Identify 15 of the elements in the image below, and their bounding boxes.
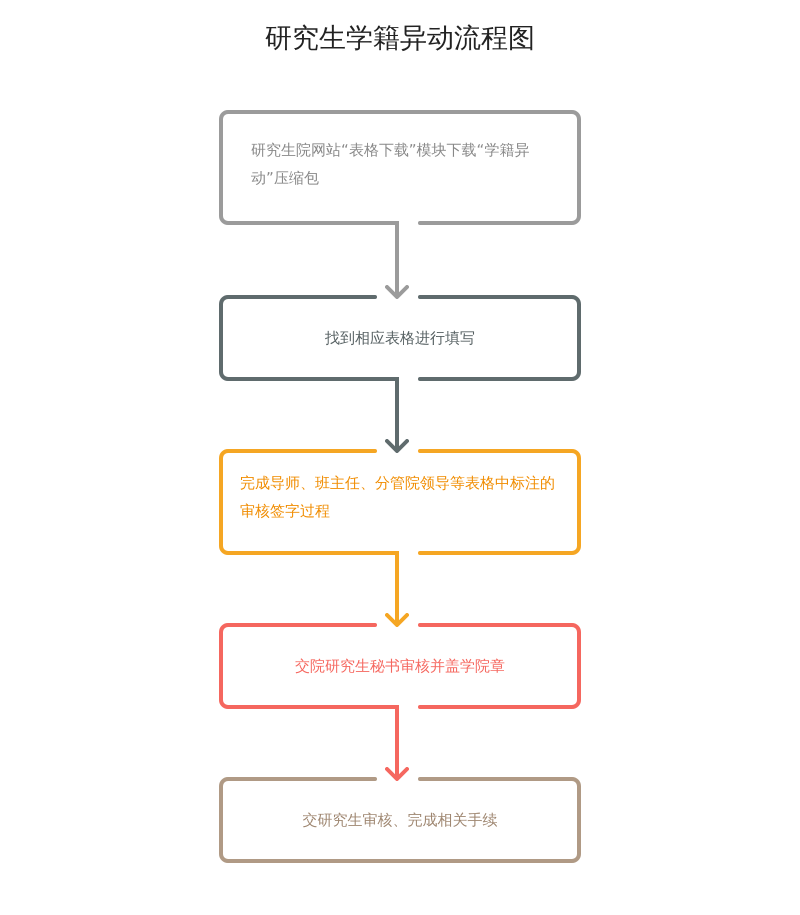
arrow: [370, 551, 409, 627]
arrow: [370, 221, 409, 299]
process-box: [219, 449, 581, 555]
step-text: 交研究生审核、完成相关手续: [302, 810, 498, 831]
diagram-title: 研究生学籍异动流程图: [264, 22, 536, 56]
step-text: 找到相应表格进行填写: [324, 328, 476, 349]
arrow: [370, 705, 409, 781]
process-box: [219, 110, 581, 225]
arrow: [370, 377, 409, 453]
process-box: [219, 295, 581, 381]
step-text: 研究生院网站“表格下载”模块下载“学籍异动”压缩包: [251, 140, 530, 189]
step-text: 交院研究生秘书审核并盖学院章: [294, 656, 506, 677]
process-box: [219, 623, 581, 709]
step-text: 完成导师、班主任、分管院领导等表格中标注的审核签字过程: [240, 473, 556, 522]
process-box: [219, 777, 581, 863]
